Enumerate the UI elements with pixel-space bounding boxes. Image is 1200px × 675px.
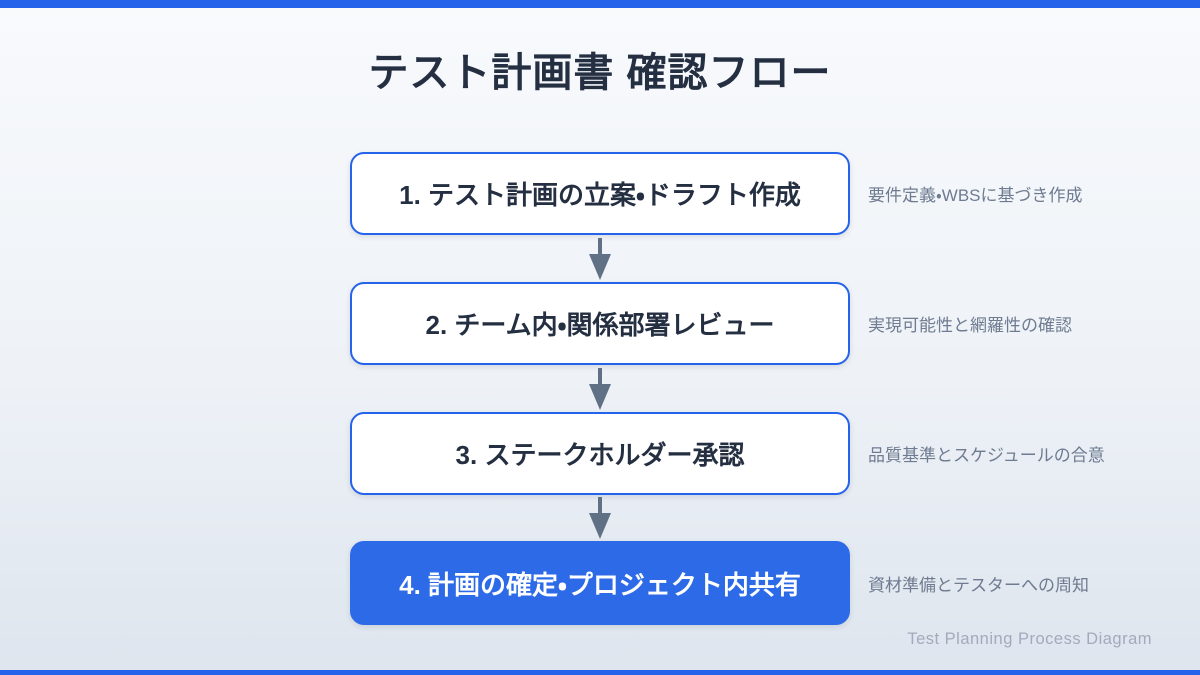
flow-step-box-4: 4. 計画の確定・プロジェクト内共有 bbox=[350, 541, 850, 625]
flow-step-note-1: 要件定義・WBSに基づき作成 bbox=[868, 186, 1083, 205]
arrow-head bbox=[589, 254, 611, 280]
top-accent-bar bbox=[0, 0, 1200, 8]
arrow-head bbox=[589, 384, 611, 410]
flow-step-box-2: 2. チーム内・関係部署レビュー bbox=[350, 282, 850, 365]
bottom-accent-bar bbox=[0, 670, 1200, 675]
page-title: テスト計画書 確認フロー bbox=[368, 51, 832, 95]
footer-credit: Test Planning Process Diagram bbox=[907, 630, 1152, 648]
flow-step-note-2: 実現可能性と網羅性の確認 bbox=[868, 316, 1072, 335]
arrow-stem bbox=[598, 497, 602, 513]
flow-step-note-3: 品質基準とスケジュールの合意 bbox=[868, 446, 1105, 465]
down-arrow-icon bbox=[578, 497, 622, 539]
arrow-stem bbox=[598, 368, 602, 384]
flow-step-note-4: 資材準備とテスターへの周知 bbox=[868, 575, 1089, 595]
down-arrow-icon bbox=[578, 368, 622, 410]
flow-step-box-1: 1. テスト計画の立案・ドラフト作成 bbox=[350, 152, 850, 235]
flow-step-box-3: 3. ステークホルダー承認 bbox=[350, 412, 850, 495]
arrow-head bbox=[589, 513, 611, 539]
down-arrow-icon bbox=[578, 238, 622, 280]
arrow-stem bbox=[598, 238, 602, 254]
